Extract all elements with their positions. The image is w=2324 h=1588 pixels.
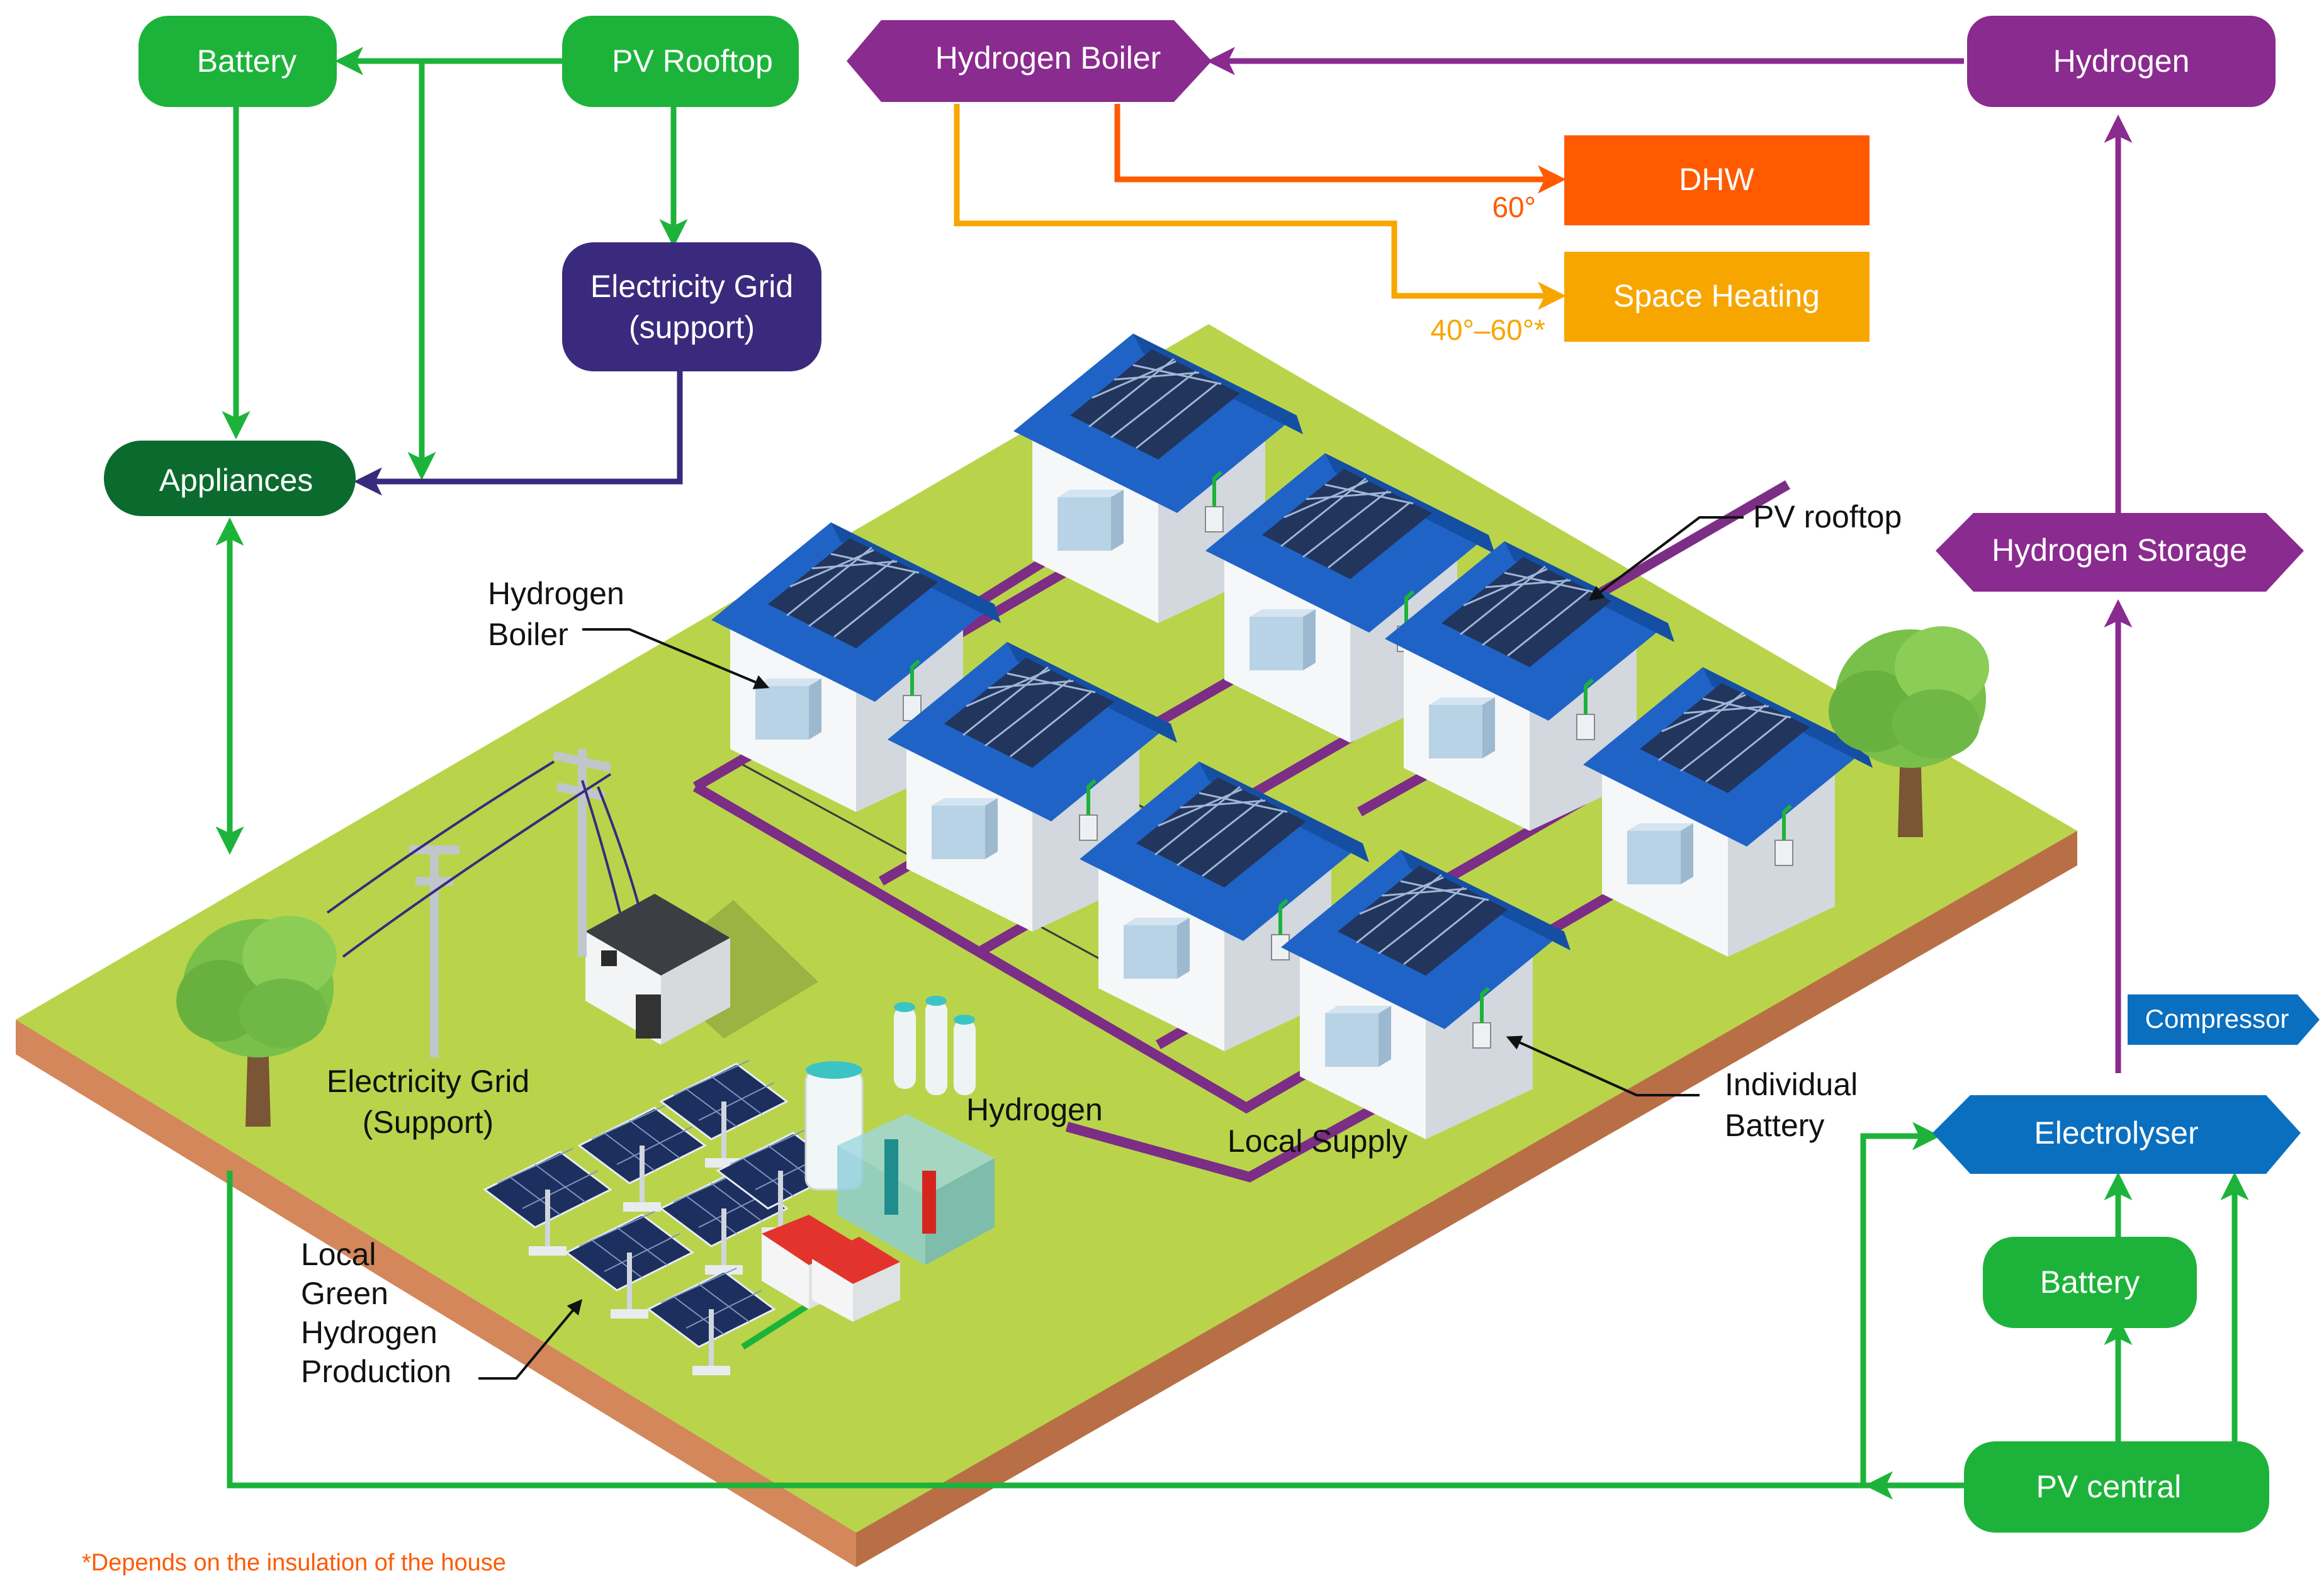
grid-callout-l2: (Support) [363, 1105, 494, 1140]
local-green-callout-l4: Production [301, 1354, 451, 1389]
hydrogen-box: Hydrogen [1967, 16, 2276, 107]
space-heating-temperature: 40°–60°* [1430, 313, 1545, 346]
local-supply-callout: Local Supply [1227, 1123, 1407, 1159]
dhw-box: DHW [1564, 135, 1870, 225]
dhw-temperature: 60° [1492, 191, 1536, 223]
hydrogen-boiler-callout-l1: Hydrogen [488, 576, 624, 611]
electrolyser-text: Electrolyser [2034, 1115, 2198, 1151]
hydrogen-production-plant [762, 996, 995, 1322]
substation [585, 894, 818, 1045]
hydrogen-storage-text: Hydrogen Storage [1992, 532, 2247, 568]
hydrogen-callout: Hydrogen [966, 1092, 1103, 1127]
pv-central-text: PV central [2036, 1469, 2182, 1504]
hydrogen-boiler-box-text: Hydrogen Boiler [935, 40, 1161, 76]
local-green-callout-l3: Hydrogen [301, 1315, 437, 1350]
flow-connectors [215, 47, 2249, 1500]
appliances-box: Appliances [104, 441, 356, 516]
appliances-text: Appliances [159, 463, 313, 498]
pv-central-box: PV central [1964, 1441, 2269, 1533]
individual-battery-callout-l1: Individual [1725, 1067, 1858, 1102]
individual-battery-callout-l2: Battery [1725, 1108, 1824, 1143]
compressor-text: Compressor [2145, 1004, 2289, 1033]
battery-right-text: Battery [2040, 1264, 2140, 1300]
hydrogen-box-text: Hydrogen [2053, 43, 2190, 79]
pv-rooftop-box: PV Rooftop [562, 16, 799, 107]
electricity-grid-support-box: Electricity Grid (support) [562, 242, 821, 371]
electrolyser-box: Electrolyser [1932, 1095, 2301, 1174]
local-green-callout-l1: Local [301, 1237, 376, 1272]
dhw-text: DHW [1679, 162, 1754, 197]
hydrogen-storage-box: Hydrogen Storage [1936, 513, 2304, 592]
local-green-callout-l2: Green [301, 1276, 388, 1311]
compressor-box: Compressor [2128, 994, 2320, 1045]
pv-rooftop-callout: PV rooftop [1753, 499, 1902, 534]
battery-right-box: Battery [1983, 1237, 2197, 1328]
space-heating-text: Space Heating [1613, 278, 1820, 313]
grid-callout-l1: Electricity Grid [327, 1064, 529, 1099]
hydrogen-boiler-box: Hydrogen Boiler [847, 20, 1212, 102]
grid-support-line2: (support) [629, 310, 755, 345]
battery-top-text: Battery [197, 43, 296, 79]
pv-rooftop-box-text: PV Rooftop [612, 43, 773, 79]
grid-support-line1: Electricity Grid [590, 269, 793, 304]
space-heating-box: Space Heating [1564, 252, 1870, 342]
battery-top-box: Battery [138, 16, 337, 107]
hydrogen-boiler-callout-l2: Boiler [488, 617, 568, 652]
footnote: *Depends on the insulation of the house [82, 1550, 506, 1576]
